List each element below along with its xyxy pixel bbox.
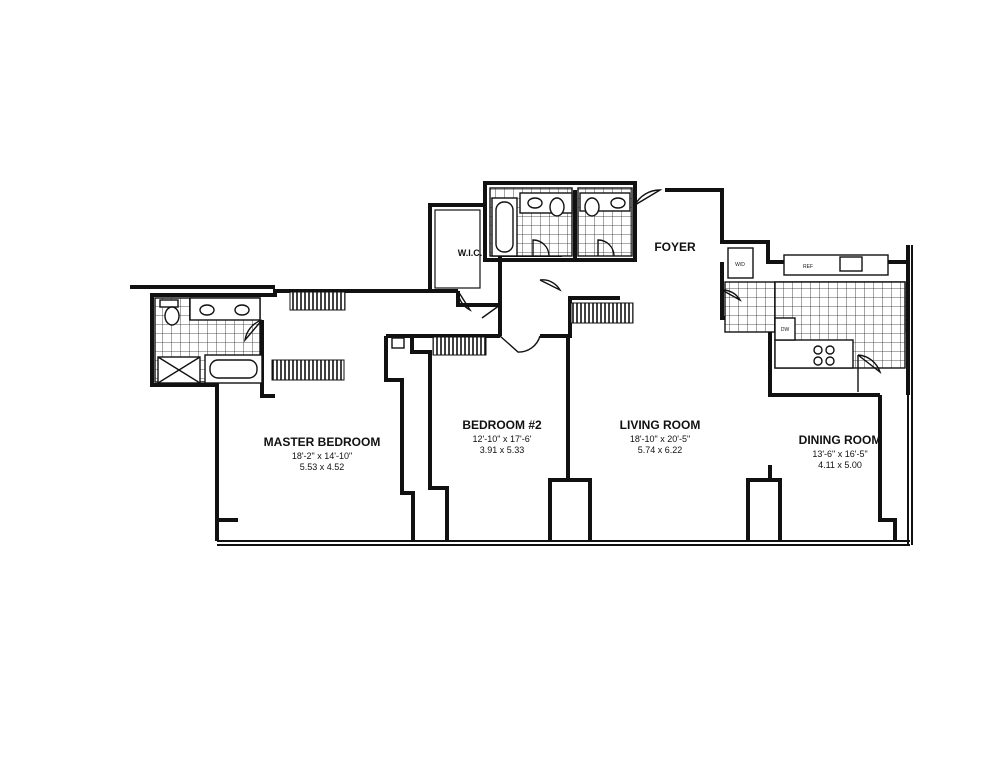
interior-walls bbox=[217, 190, 910, 541]
upper-bathrooms bbox=[489, 187, 633, 257]
kitchen: W/D DW REF bbox=[724, 247, 906, 369]
dining-room-name: DINING ROOM bbox=[799, 433, 882, 447]
master-bedroom-dims-m: 5.53 x 4.52 bbox=[300, 462, 345, 472]
ref-label: REF bbox=[803, 264, 813, 270]
burner-icon bbox=[825, 345, 835, 355]
burner-icon bbox=[813, 345, 823, 355]
sink-icon bbox=[839, 256, 863, 272]
wic-name: W.I.C. bbox=[458, 248, 483, 258]
toilet-icon bbox=[164, 306, 180, 326]
sink-icon bbox=[199, 304, 215, 316]
toilet-icon bbox=[584, 197, 600, 217]
living-room-dims-ft: 18'-10" x 20'-5" bbox=[630, 434, 690, 444]
burner-icon bbox=[813, 356, 823, 366]
dining-room-dims-ft: 13'-6" x 16'-5" bbox=[812, 449, 867, 459]
bedroom-2-dims-m: 3.91 x 5.33 bbox=[480, 445, 525, 455]
master-bath bbox=[154, 297, 263, 384]
sink-icon bbox=[234, 304, 250, 316]
kitchen-counter bbox=[783, 254, 889, 276]
dw-label: DW bbox=[781, 327, 790, 333]
room-labels: MASTER BEDROOM 18'-2" x 14'-10" 5.53 x 4… bbox=[264, 240, 882, 472]
cooktop-counter bbox=[774, 339, 854, 369]
bedroom-2-name: BEDROOM #2 bbox=[462, 418, 542, 432]
master-bedroom-name: MASTER BEDROOM bbox=[264, 435, 381, 449]
toilet-icon bbox=[549, 197, 565, 217]
sink-icon bbox=[527, 197, 543, 209]
washer-dryer bbox=[727, 247, 754, 279]
dining-room-dims-m: 4.11 x 5.00 bbox=[818, 460, 862, 470]
dishwasher bbox=[774, 317, 796, 341]
wd-label: W/D bbox=[735, 262, 745, 268]
closets bbox=[271, 209, 634, 381]
burner-icon bbox=[825, 356, 835, 366]
living-room-name: LIVING ROOM bbox=[620, 418, 701, 432]
master-bedroom-dims-ft: 18'-2" x 14'-10" bbox=[292, 451, 352, 461]
sink-icon bbox=[610, 197, 626, 209]
bedroom-2-dims-ft: 12'-10" x 17'-6' bbox=[473, 434, 532, 444]
doors bbox=[243, 189, 882, 392]
living-room-dims-m: 5.74 x 6.22 bbox=[638, 445, 683, 455]
foyer-name: FOYER bbox=[654, 240, 696, 254]
